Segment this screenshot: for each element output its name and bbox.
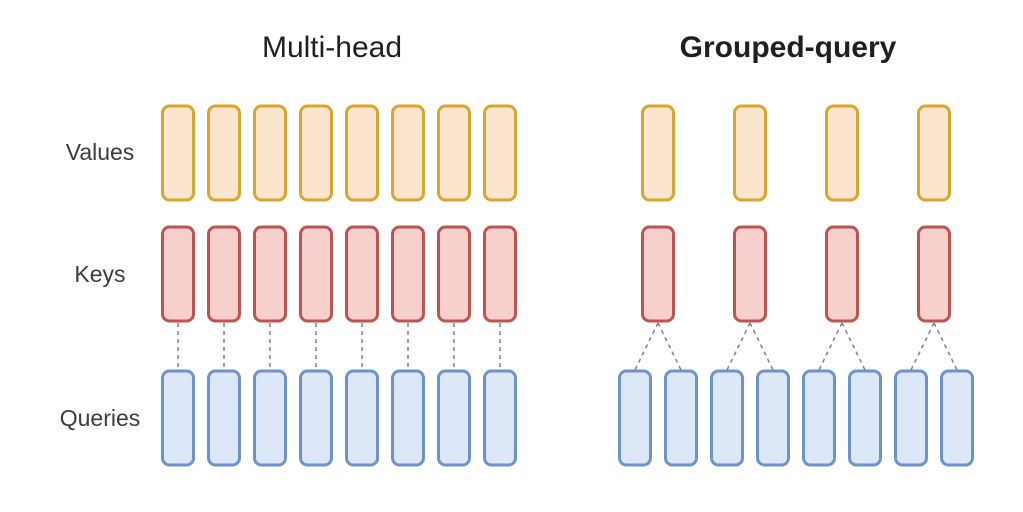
query-box bbox=[345, 369, 379, 467]
query-box bbox=[848, 369, 882, 467]
query-box bbox=[391, 369, 425, 467]
key-query-connector bbox=[634, 322, 659, 371]
key-query-connector bbox=[910, 322, 935, 371]
value-box bbox=[917, 104, 951, 202]
value-box bbox=[207, 104, 241, 202]
key-box bbox=[345, 225, 379, 323]
query-box bbox=[756, 369, 790, 467]
key-box bbox=[391, 225, 425, 323]
value-box bbox=[733, 104, 767, 202]
key-box bbox=[917, 225, 951, 323]
diagram-title-grouped-query: Grouped-query bbox=[679, 31, 897, 64]
query-box bbox=[618, 369, 652, 467]
row-label-values: Values bbox=[65, 139, 135, 165]
query-box bbox=[664, 369, 698, 467]
value-box bbox=[253, 104, 287, 202]
value-box bbox=[161, 104, 195, 202]
row-label-queries: Queries bbox=[59, 405, 141, 431]
key-box bbox=[437, 225, 471, 323]
key-box bbox=[483, 225, 517, 323]
value-box bbox=[345, 104, 379, 202]
row-label-keys: Keys bbox=[74, 261, 126, 287]
key-box bbox=[299, 225, 333, 323]
value-box bbox=[299, 104, 333, 202]
query-box bbox=[894, 369, 928, 467]
multi-head-diagram bbox=[161, 104, 517, 467]
query-box bbox=[253, 369, 287, 467]
query-box bbox=[483, 369, 517, 467]
value-box bbox=[825, 104, 859, 202]
key-query-connector bbox=[657, 322, 682, 371]
key-query-connector bbox=[841, 322, 866, 371]
key-box bbox=[161, 225, 195, 323]
key-query-connector bbox=[726, 322, 751, 371]
diagram-title-multi-head: Multi-head bbox=[261, 31, 403, 64]
query-box bbox=[299, 369, 333, 467]
query-box bbox=[437, 369, 471, 467]
key-box bbox=[207, 225, 241, 323]
key-query-connector bbox=[818, 322, 843, 371]
query-box bbox=[710, 369, 744, 467]
key-box bbox=[253, 225, 287, 323]
query-box bbox=[802, 369, 836, 467]
key-box bbox=[641, 225, 675, 323]
grouped-query-diagram bbox=[618, 104, 974, 467]
value-box bbox=[391, 104, 425, 202]
query-box bbox=[207, 369, 241, 467]
value-box bbox=[641, 104, 675, 202]
query-box bbox=[161, 369, 195, 467]
key-box bbox=[733, 225, 767, 323]
value-box bbox=[483, 104, 517, 202]
key-query-connector bbox=[749, 322, 774, 371]
key-query-connector bbox=[933, 322, 958, 371]
value-box bbox=[437, 104, 471, 202]
key-box bbox=[825, 225, 859, 323]
query-box bbox=[940, 369, 974, 467]
